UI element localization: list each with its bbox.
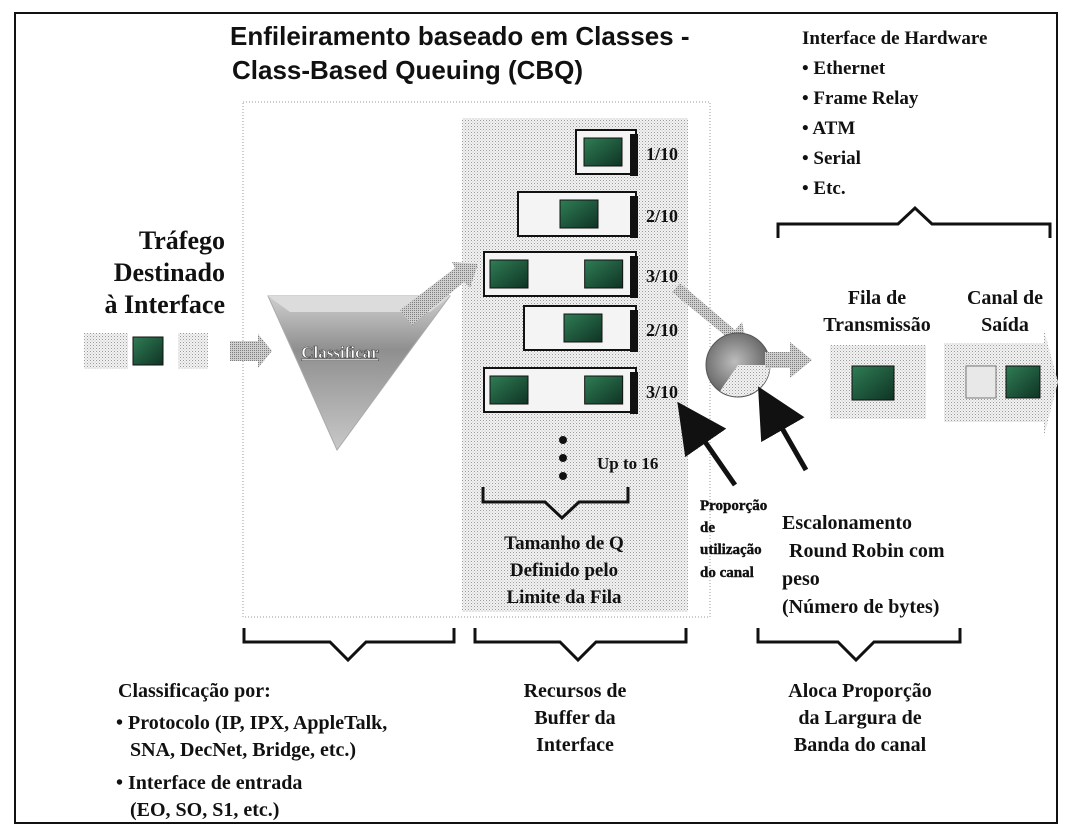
hw-item-serial: • Serial bbox=[802, 148, 861, 169]
queue-ratio-label: 3/10 bbox=[646, 382, 678, 402]
hw-item-ethernet: • Ethernet bbox=[802, 58, 886, 79]
arrow-into-classifier bbox=[230, 334, 272, 368]
svg-text:• Interface de entrada: • Interface de entrada bbox=[116, 772, 302, 794]
queue-stack: 1/10 2/10 3/10 2/10 3/10 bbox=[483, 129, 678, 414]
svg-text:Buffer da: Buffer da bbox=[534, 707, 615, 729]
classification-caption: Classificação por: • Protocolo (IP, IPX,… bbox=[116, 680, 387, 821]
svg-text:Interface: Interface bbox=[536, 734, 614, 756]
output-channel-label: Canal de Saída bbox=[967, 287, 1043, 336]
scheduler-pointer-arrow bbox=[758, 386, 809, 472]
diagram-frame bbox=[14, 12, 1058, 824]
scheduling-caption: Escalonamento Round Robin com peso (Núme… bbox=[782, 512, 945, 618]
buffer-resources-caption: Recursos de Buffer da Interface bbox=[524, 680, 627, 756]
svg-text:Escalonamento: Escalonamento bbox=[782, 512, 912, 534]
class-queue: 3/10 bbox=[483, 251, 678, 298]
svg-text:Recursos de: Recursos de bbox=[524, 680, 627, 702]
hw-item-etc: • Etc. bbox=[802, 178, 846, 199]
svg-text:Tráfego: Tráfego bbox=[139, 226, 225, 255]
title-line-2: Class-Based Queuing (CBQ) bbox=[232, 55, 583, 85]
packet-icon bbox=[559, 199, 599, 229]
proportion-pointer-arrow bbox=[677, 401, 738, 487]
hw-item-frame-relay: • Frame Relay bbox=[802, 88, 919, 109]
svg-text:Definido pelo: Definido pelo bbox=[510, 560, 618, 581]
proportion-caption: Proporção de utilização do canal bbox=[700, 498, 768, 581]
svg-text:do canal: do canal bbox=[700, 565, 754, 581]
svg-text:de: de bbox=[700, 520, 715, 536]
packet-icon bbox=[584, 375, 624, 405]
packet-icon bbox=[563, 313, 603, 343]
arrow-to-queues bbox=[400, 262, 478, 325]
svg-text:(EO, SO, S1, etc.): (EO, SO, S1, etc.) bbox=[130, 799, 279, 821]
arrow-to-transmit-queue bbox=[765, 342, 812, 378]
svg-text:• Protocolo (IP, IPX, AppleTal: • Protocolo (IP, IPX, AppleTalk, bbox=[116, 712, 387, 734]
incoming-packets bbox=[84, 333, 272, 369]
svg-text:Aloca Proporção: Aloca Proporção bbox=[788, 680, 932, 702]
hardware-bracket bbox=[776, 205, 1052, 238]
svg-text:Proporção: Proporção bbox=[700, 498, 767, 514]
up-to-label: Up to 16 bbox=[597, 454, 658, 473]
svg-text:Round Robin com: Round Robin com bbox=[789, 540, 945, 562]
svg-text:Tamanho de Q: Tamanho de Q bbox=[504, 533, 624, 554]
queue-ratio-label: 3/10 bbox=[646, 266, 678, 286]
title-line-1: Enfileiramento baseado em Classes - bbox=[230, 21, 690, 51]
class-queue: 3/10 bbox=[483, 367, 678, 414]
svg-text:Limite da Fila: Limite da Fila bbox=[506, 587, 622, 608]
svg-text:Canal de: Canal de bbox=[967, 287, 1043, 309]
svg-text:Banda do canal: Banda do canal bbox=[794, 734, 927, 756]
packet-icon bbox=[1005, 365, 1041, 399]
class-queue: 2/10 bbox=[517, 191, 678, 238]
svg-text:à Interface: à Interface bbox=[104, 290, 225, 319]
svg-text:Saída: Saída bbox=[981, 314, 1029, 336]
packet-icon bbox=[132, 336, 164, 366]
svg-text:Fila de: Fila de bbox=[848, 287, 906, 309]
queue-size-caption: Tamanho de Q Definido pelo Limite da Fil… bbox=[504, 533, 624, 608]
classification-bracket bbox=[242, 628, 456, 663]
hw-item-atm: • ATM bbox=[802, 118, 855, 139]
packet-icon bbox=[851, 365, 895, 401]
classifier-label: Classificar bbox=[301, 343, 379, 362]
class-queue: 1/10 bbox=[575, 129, 678, 176]
arrow-to-scheduler bbox=[672, 283, 748, 350]
svg-text:Destinado: Destinado bbox=[114, 258, 225, 287]
svg-text:Classificação por:: Classificação por: bbox=[118, 680, 271, 702]
svg-text:(Número de bytes): (Número de bytes) bbox=[782, 596, 939, 618]
bandwidth-allocation-caption: Aloca Proporção da Largura de Banda do c… bbox=[788, 680, 932, 756]
class-queue: 2/10 bbox=[523, 305, 678, 352]
buffer-bracket bbox=[473, 628, 688, 663]
svg-text:da Largura de: da Largura de bbox=[798, 707, 921, 729]
classifier-funnel: Classificar bbox=[267, 262, 478, 451]
bandwidth-bracket bbox=[756, 628, 962, 663]
queue-size-bracket bbox=[481, 487, 630, 521]
svg-text:peso: peso bbox=[782, 568, 820, 590]
queue-ratio-label: 1/10 bbox=[646, 144, 678, 164]
queue-ratio-label: 2/10 bbox=[646, 320, 678, 340]
packet-icon bbox=[489, 259, 529, 289]
svg-text:SNA, DecNet, Bridge, etc.): SNA, DecNet, Bridge, etc.) bbox=[130, 739, 356, 761]
scheduler-sphere bbox=[705, 332, 771, 398]
hardware-heading: Interface de Hardware bbox=[802, 28, 987, 49]
queue-ratio-label: 2/10 bbox=[646, 206, 678, 226]
output-channel-arrow bbox=[944, 330, 1058, 436]
packet-icon bbox=[583, 137, 623, 167]
svg-text:utilização: utilização bbox=[700, 542, 762, 558]
packet-icon bbox=[584, 259, 624, 289]
packet-icon bbox=[965, 365, 997, 399]
svg-text:Transmissão: Transmissão bbox=[823, 314, 930, 336]
transmit-queue-label: Fila de Transmissão bbox=[823, 287, 930, 336]
more-queues-dots bbox=[559, 436, 567, 480]
hardware-interface-list: Interface de Hardware • Ethernet • Frame… bbox=[802, 28, 987, 199]
incoming-traffic-label: Tráfego Destinado à Interface bbox=[104, 226, 225, 319]
packet-icon bbox=[489, 375, 529, 405]
